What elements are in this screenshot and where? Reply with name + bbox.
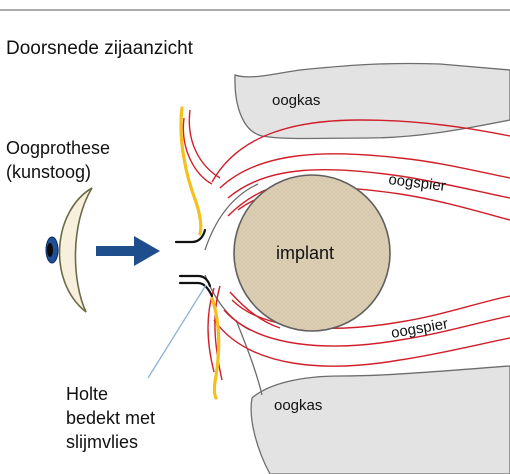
muscle-bottom-label: oogspier: [390, 315, 450, 342]
diagram-title: Doorsnede zijaanzicht: [6, 38, 194, 59]
cavity-label-line3: slijmvlies: [66, 432, 138, 452]
upper-eyelid: [179, 106, 203, 236]
right-arrow-icon: [96, 236, 160, 266]
lower-eyelid: [210, 296, 221, 400]
orbit-bone-top: [234, 62, 510, 140]
implant-sphere: [233, 174, 391, 332]
orbit-bottom-label: oogkas: [274, 397, 322, 414]
cavity-pointer-line: [147, 284, 207, 379]
cavity-label-line1: Holte: [66, 384, 108, 404]
prosthesis-label-sub: (kunstoog): [6, 162, 91, 182]
lower-muscle: [213, 291, 510, 367]
lid-margins: [174, 228, 214, 298]
orbit-bone-bottom: [250, 365, 510, 474]
muscle-top-label: oogspier: [388, 171, 447, 195]
cavity-label-line2: bedekt met: [66, 408, 155, 428]
implant-label: implant: [276, 243, 334, 263]
orbit-top-label: oogkas: [272, 92, 320, 109]
eye-prosthesis-icon: [45, 187, 93, 313]
lid-lining: [182, 109, 223, 381]
prosthesis-label: Oogprothese: [6, 138, 110, 158]
